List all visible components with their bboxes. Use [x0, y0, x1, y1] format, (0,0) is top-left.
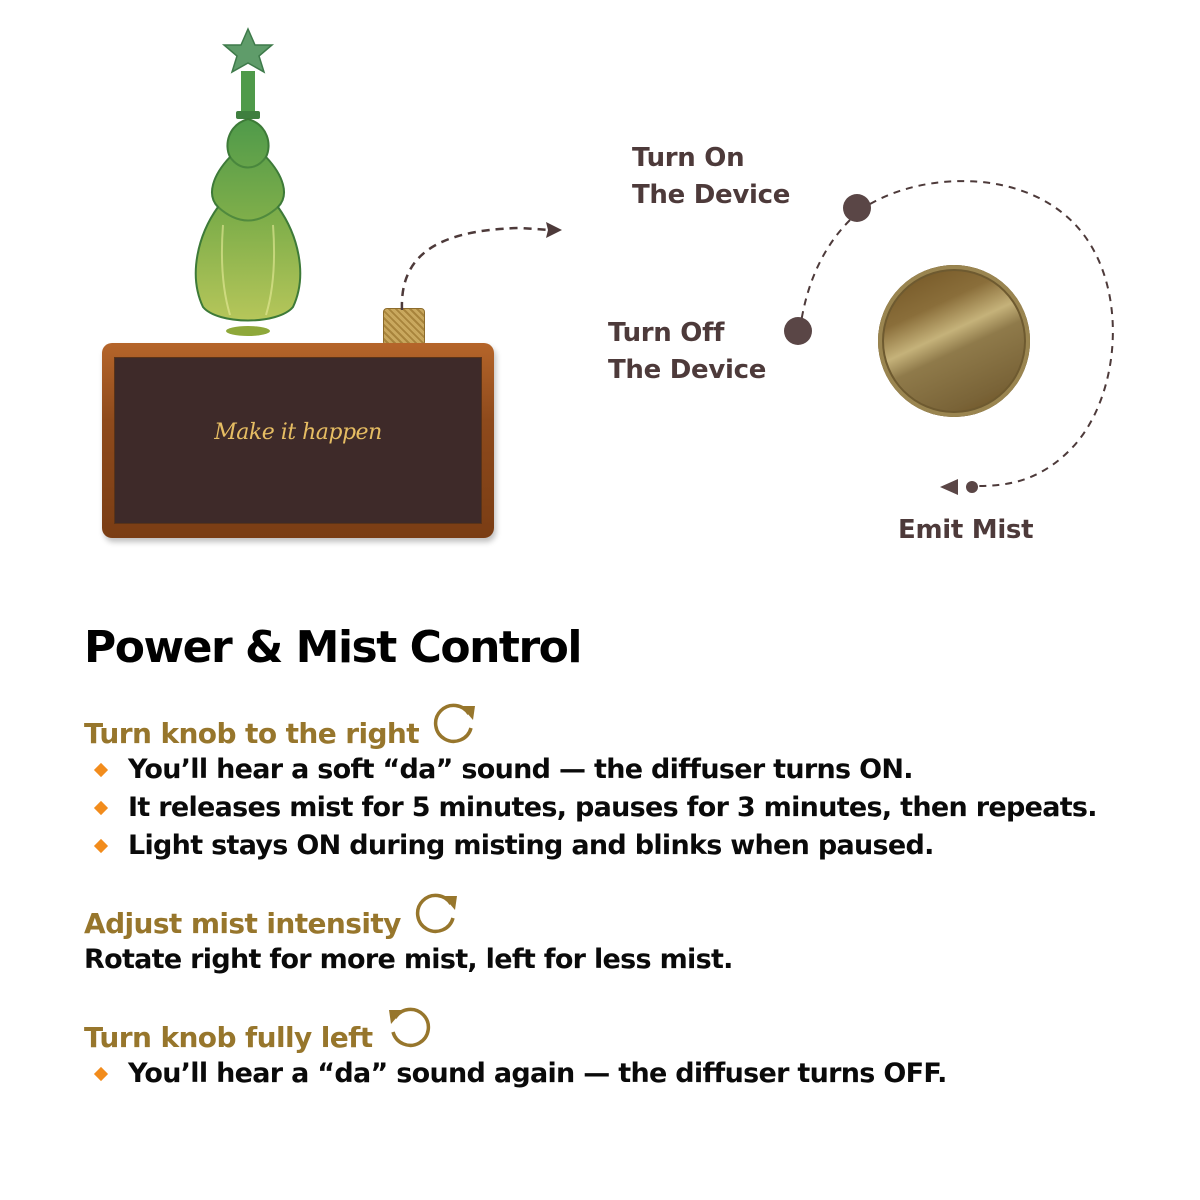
rotate-clockwise-icon: [415, 893, 457, 934]
turn-off-label: Turn Off The Device: [608, 318, 767, 385]
rotation-path-icon: [784, 180, 1114, 495]
tree-bottle-icon: [194, 27, 302, 336]
adjust-mist-description: Rotate right for more mist, left for les…: [84, 944, 733, 975]
section-heading-turn-left: Turn knob fully left: [84, 1004, 433, 1054]
bullet-diamond-icon: [93, 838, 109, 853]
knob-diagram: Turn On The Device Turn Off The Device E…: [560, 120, 1160, 580]
wood-base: Make it happen: [102, 343, 494, 538]
emit-mist-dot: [966, 481, 978, 493]
connector-arrow-icon: [400, 222, 562, 311]
rotate-counterclockwise-icon: [388, 1007, 430, 1048]
bullet-diamond-icon: [93, 762, 109, 777]
turn-off-dot: [784, 317, 812, 345]
page-title: Power & Mist Control: [84, 622, 582, 673]
turn-on-dot: [843, 194, 871, 222]
leather-panel: Make it happen: [114, 357, 482, 524]
list-item: It releases mist for 5 minutes, pauses f…: [93, 792, 1098, 823]
list-item: Light stays ON during misting and blinks…: [93, 830, 934, 861]
list-item: You’ll hear a soft “da” sound — the diff…: [93, 754, 913, 785]
bullet-diamond-icon: [93, 800, 109, 815]
emit-mist-label: Emit Mist: [898, 515, 1034, 545]
bullet-diamond-icon: [93, 1066, 109, 1081]
rotate-clockwise-icon: [433, 703, 476, 744]
list-item: You’ll hear a “da” sound again — the dif…: [93, 1058, 947, 1089]
turn-on-label: Turn On The Device: [632, 143, 791, 210]
knob-top-view: [878, 265, 1030, 417]
section-heading-adjust-mist: Adjust mist intensity: [84, 890, 461, 940]
section-heading-turn-right: Turn knob to the right: [84, 700, 479, 750]
slogan-text: Make it happen: [214, 420, 382, 445]
product-illustration: Make it happen: [100, 20, 500, 550]
